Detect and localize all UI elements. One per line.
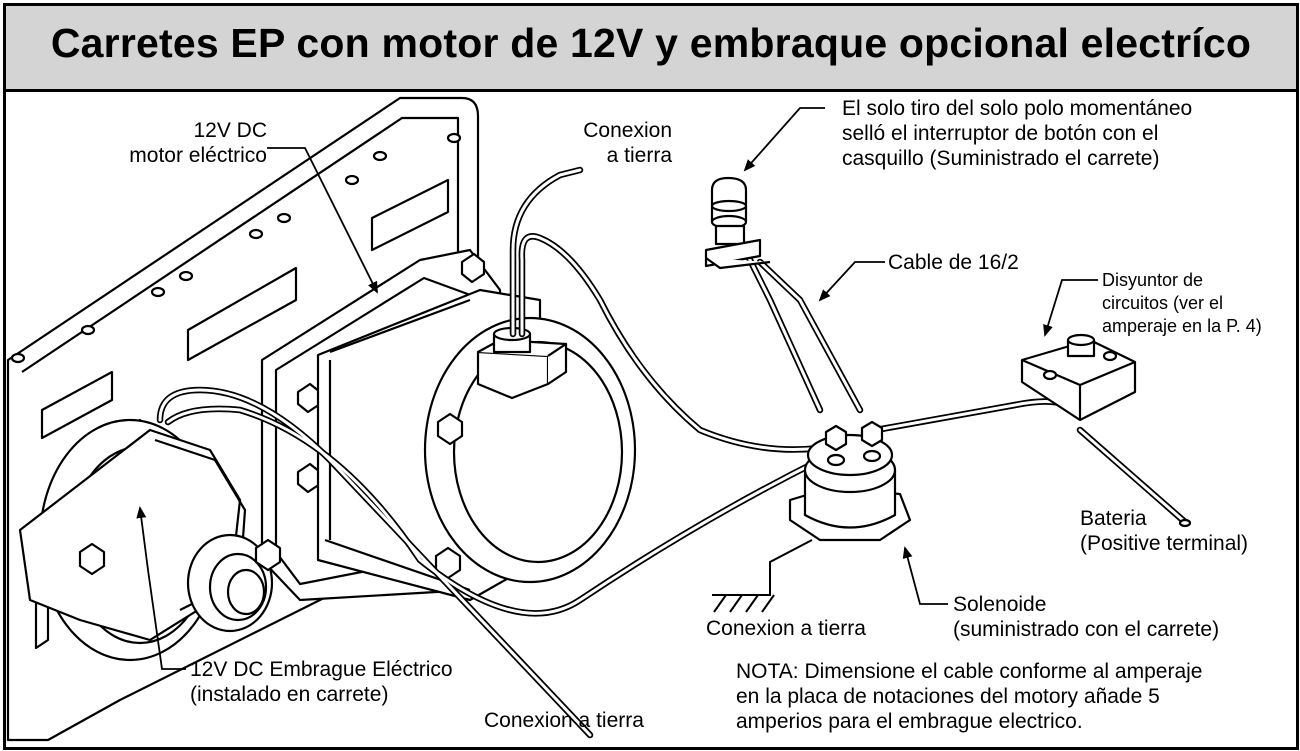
label-cable: Cable de 16/2 — [888, 251, 1019, 274]
title-bar: Carretes EP con motor de 12V y embraque … — [6, 6, 1296, 92]
label-motor: 12V DC motor eléctrico — [129, 119, 267, 167]
electric-motor — [316, 288, 637, 602]
leader-lines — [136, 107, 1098, 670]
label-solenoid: Solenoide (suministrado con el carrete) — [953, 593, 1220, 641]
circuit-breaker — [1020, 333, 1192, 528]
electric-clutch — [18, 418, 282, 662]
label-push-button-switch: El solo tiro del solo polo momentáneo se… — [842, 97, 1193, 170]
label-battery: Bateria (Positive terminal) — [1080, 507, 1249, 555]
diagram-title: Carretes EP con motor de 12V y embraque … — [50, 20, 1252, 66]
push-button-switch — [704, 176, 771, 270]
label-ground-mid: Conexion a tierra — [706, 617, 866, 640]
wires-inner — [158, 168, 1187, 737]
ground-symbol — [712, 539, 813, 613]
solenoid — [788, 420, 912, 542]
label-clutch: 12V DC Embrague Eléctrico (instalado en … — [190, 658, 453, 706]
label-ground-top: Conexion a tierra — [583, 119, 672, 167]
label-circuit-breaker: Disyuntor de circuitos (ver el amperaje … — [1102, 270, 1262, 336]
label-ground-bottom: Conexion a tierra — [484, 709, 644, 732]
note-text: NOTA: Dimensione el cable conforme al am… — [736, 660, 1203, 733]
